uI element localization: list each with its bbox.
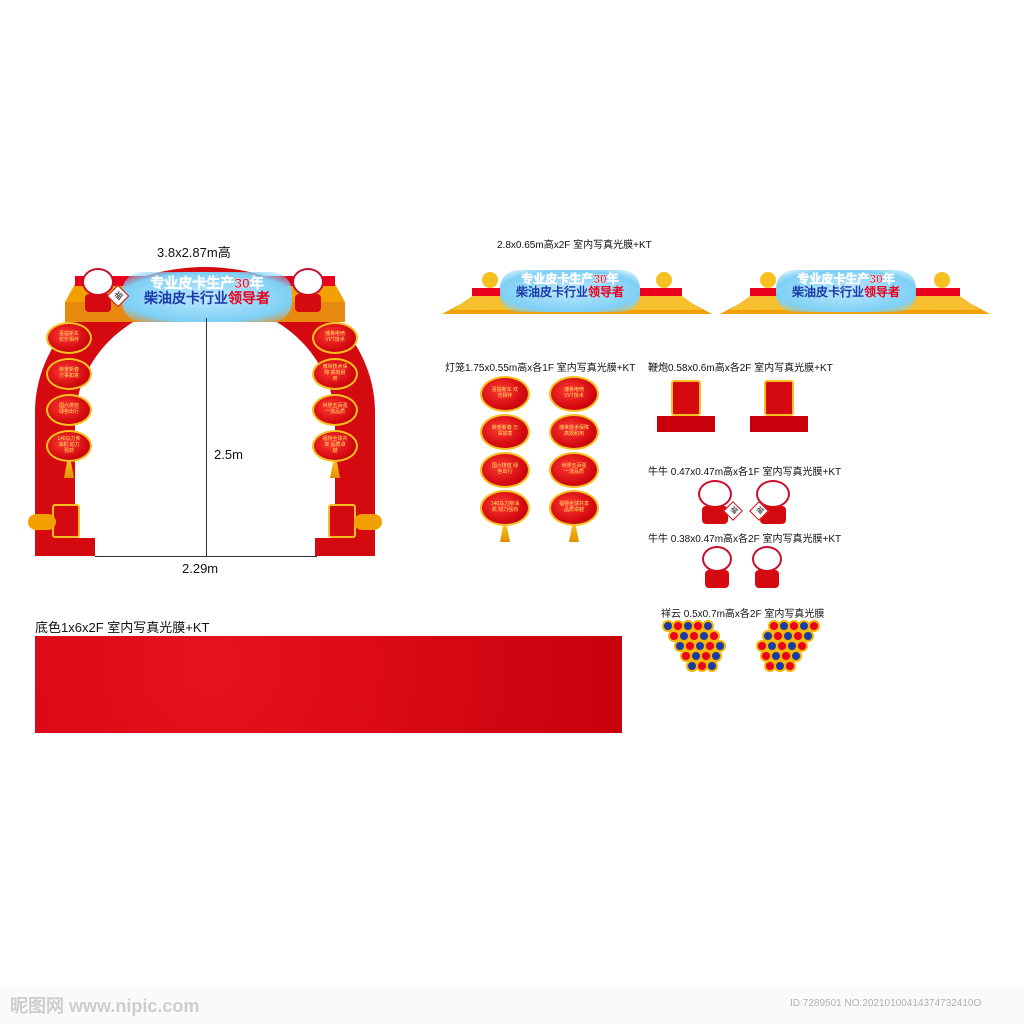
lantern: 国六排放 绿色出行 [480,452,530,488]
lantern: 喜提新车 欢乐相伴 [46,322,92,354]
lantern: 喜提新车 欢乐相伴 [480,376,530,412]
banner2-line1a: 专业皮卡生产 [797,272,870,286]
firecracker-1 [657,378,715,432]
banner1-line1a: 专业皮卡生产 [521,272,594,286]
banner-title-2: 专业皮卡生产30年 柴油皮卡行业领导者 [776,270,916,312]
cloud-pattern-2 [756,620,820,672]
banner1-num: 30 [593,272,607,286]
lantern-tassel [500,526,510,542]
lantern: 国六排放 绿色出行 [46,394,92,426]
lantern: 恭贺新春 万事如意 [480,414,530,450]
lanterns-label: 灯笼1.75x0.55m高x各1F 室内写真光膜+KT [445,363,636,374]
lantern: 世界五百强 一流品质 [312,394,358,426]
arch-cow-left: 福 [76,268,130,316]
arch-height-label: 2.5m [214,447,243,462]
base-label: 底色1x6x2F 室内写真光膜+KT [35,620,210,635]
lantern: 博世电喷 VVT技术 [312,322,358,354]
arch-width-label: 2.29m [182,561,219,576]
lantern: 140马力柴油机 动力强劲 [46,430,92,462]
banner1-highlight: 领导者 [588,285,625,300]
watermark-right: ID:7289501 NO:20210100414374732410O [790,998,982,1009]
base-red-sheet [35,636,622,733]
height-dimension-line [206,318,207,556]
firecracker-2 [750,378,808,432]
banner2-line2a: 柴油皮卡行业 [791,285,864,300]
banner-label: 2.8x0.65m高x2F 室内写真光膜+KT [497,240,652,251]
cow-large-1: 福 [694,480,743,526]
width-dimension-line [95,556,317,557]
lantern: 福特全球共享 品质卓越 [312,430,358,462]
banner-title-1: 专业皮卡生产30年 柴油皮卡行业领导者 [500,270,640,312]
arch-cow-right [288,268,328,316]
arch-title-line2a: 柴油皮卡行业 [144,290,228,307]
banner2-highlight: 领导者 [864,285,901,300]
lantern: 博世电喷 VVT技术 [549,376,599,412]
lantern: 恭贺新春 万事如意 [46,358,92,390]
watermark-left: 昵图网 www.nipic.com [10,996,200,1016]
cow-large-label: 牛牛 0.47x0.47m高x各1F 室内写真光膜+KT [648,467,842,478]
lantern: 博世技术保障 高效耐用 [312,358,358,390]
firecracker-label: 鞭炮0.58x0.6m高x各2F 室内写真光膜+KT [648,363,833,374]
arch-title-num: 30 [234,275,250,291]
cow-small-2 [748,546,786,592]
arch-title-line1b: 年 [249,275,265,291]
arch-title-highlight: 领导者 [228,290,270,307]
banner1-line2a: 柴油皮卡行业 [515,285,588,300]
lantern: 140马力柴油机 动力强劲 [480,490,530,526]
lantern: 福特全球共享 品质卓越 [549,490,599,526]
arch-title: 专业皮卡生产30年 柴油皮卡行业领导者 [122,272,292,322]
arch-size-label: 3.8x2.87m高 [157,245,231,260]
banner2-num: 30 [869,272,883,286]
cow-small-1 [698,546,736,592]
lantern-tassel [569,526,579,542]
cow-small-label: 牛牛 0.38x0.47m高x各2F 室内写真光膜+KT [648,534,842,545]
cow-large-2: 福 [749,480,794,526]
arch-firecracker-left [28,500,88,540]
cloud-pattern-1 [662,620,726,672]
arch-title-line1a: 专业皮卡生产 [150,275,235,291]
lantern: 世界五百强 一流品质 [549,452,599,488]
clouds-label: 祥云 0.5x0.7m高x各2F 室内写真光膜 [661,609,825,620]
lantern-tassel [64,462,74,478]
banner2-line1b: 年 [882,272,895,286]
lantern-tassel [330,462,340,478]
lantern: 博世技术保障 高效耐用 [549,414,599,450]
arch-firecracker-right [322,500,382,540]
banner1-line1b: 年 [606,272,619,286]
